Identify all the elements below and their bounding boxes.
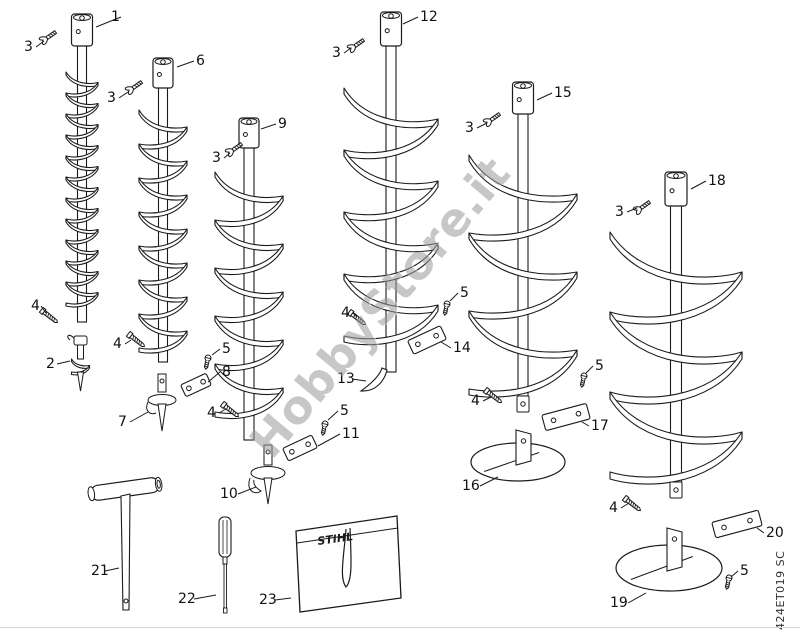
callout-part-19: 19 (610, 595, 628, 611)
plate-part-14 (407, 325, 447, 355)
screw-part-5-f (724, 574, 733, 591)
blade-part-20 (711, 509, 763, 539)
screwdriver-part-22 (218, 516, 232, 614)
screw-part-3-b (124, 79, 144, 96)
callout-part-3: 3 (107, 90, 116, 106)
callout-part-5: 5 (740, 563, 749, 579)
auger-part-18 (609, 171, 743, 499)
auger-part-1 (65, 13, 99, 323)
auger-point-part-7 (146, 373, 177, 432)
callout-part-20: 20 (766, 525, 784, 541)
callout-part-14: 14 (453, 340, 471, 356)
callout-part-18: 18 (708, 173, 726, 189)
callout-part-12: 12 (420, 9, 438, 25)
callout-part-21: 21 (91, 563, 109, 579)
callout-part-7: 7 (118, 414, 127, 430)
screw-part-3-c (224, 141, 244, 158)
bag-logo-text: STIHL (317, 530, 354, 548)
callout-part-3: 3 (24, 39, 33, 55)
screw-part-5-e (579, 372, 588, 389)
auger-part-15 (468, 81, 578, 413)
document-code: 424ET019 SC (774, 550, 787, 630)
callout-part-5: 5 (222, 341, 231, 357)
screw-part-3-f (632, 199, 652, 216)
drill-tip-part-2 (67, 334, 91, 392)
auger-part-9 (214, 117, 284, 441)
callout-part-10: 10 (220, 486, 238, 502)
screw-part-3-d (346, 37, 366, 54)
callout-part-5: 5 (595, 358, 604, 374)
screw-part-5-d (442, 300, 451, 317)
bolt-part-4-a (38, 306, 59, 323)
plate-part-8 (180, 373, 212, 397)
callout-part-3: 3 (615, 204, 624, 220)
base-plate-part-16 (470, 429, 566, 482)
page-edge-line (0, 627, 800, 628)
callout-part-3: 3 (332, 45, 341, 61)
t-wrench-part-21 (87, 476, 163, 611)
callout-part-5: 5 (460, 285, 469, 301)
leader-lines (35, 16, 765, 604)
callout-part-5: 5 (340, 403, 349, 419)
callout-part-16: 16 (462, 478, 480, 494)
callout-part-8: 8 (222, 364, 231, 380)
auger-point-part-10 (248, 444, 286, 505)
blade-hook-part-13 (359, 367, 388, 392)
callout-part-11: 11 (342, 426, 360, 442)
callout-part-3: 3 (465, 120, 474, 136)
bolt-part-4-c (219, 400, 240, 417)
callout-part-23: 23 (259, 592, 277, 608)
storage-bag-part-23: STIHL (295, 515, 402, 613)
callout-part-13: 13 (337, 371, 355, 387)
base-plate-part-19 (615, 527, 723, 592)
callout-part-9: 9 (278, 116, 287, 132)
screw-part-3-e (482, 111, 502, 128)
bolt-part-4-b (125, 330, 146, 347)
callout-part-3: 3 (212, 150, 221, 166)
callout-part-1: 1 (111, 9, 120, 25)
callout-part-4: 4 (207, 405, 216, 421)
callout-part-4: 4 (609, 500, 618, 516)
callout-part-4: 4 (471, 393, 480, 409)
callout-part-6: 6 (196, 53, 205, 69)
plate-part-11 (282, 435, 318, 461)
bolt-part-4-e (482, 386, 503, 403)
callout-part-4: 4 (113, 336, 122, 352)
bolt-part-4-d (346, 308, 367, 325)
screw-part-5-c (320, 420, 329, 437)
callout-part-4: 4 (341, 305, 350, 321)
screw-part-5-b (203, 354, 212, 371)
screw-part-3-a (38, 29, 58, 46)
auger-part-6 (138, 57, 188, 363)
bolt-part-4-f (621, 494, 642, 511)
callout-part-22: 22 (178, 591, 196, 607)
callout-part-4: 4 (31, 298, 40, 314)
auger-part-12 (343, 11, 439, 392)
callout-part-15: 15 (554, 85, 572, 101)
callout-part-17: 17 (591, 418, 609, 434)
callout-part-2: 2 (46, 356, 55, 372)
blade-part-17 (541, 403, 591, 431)
